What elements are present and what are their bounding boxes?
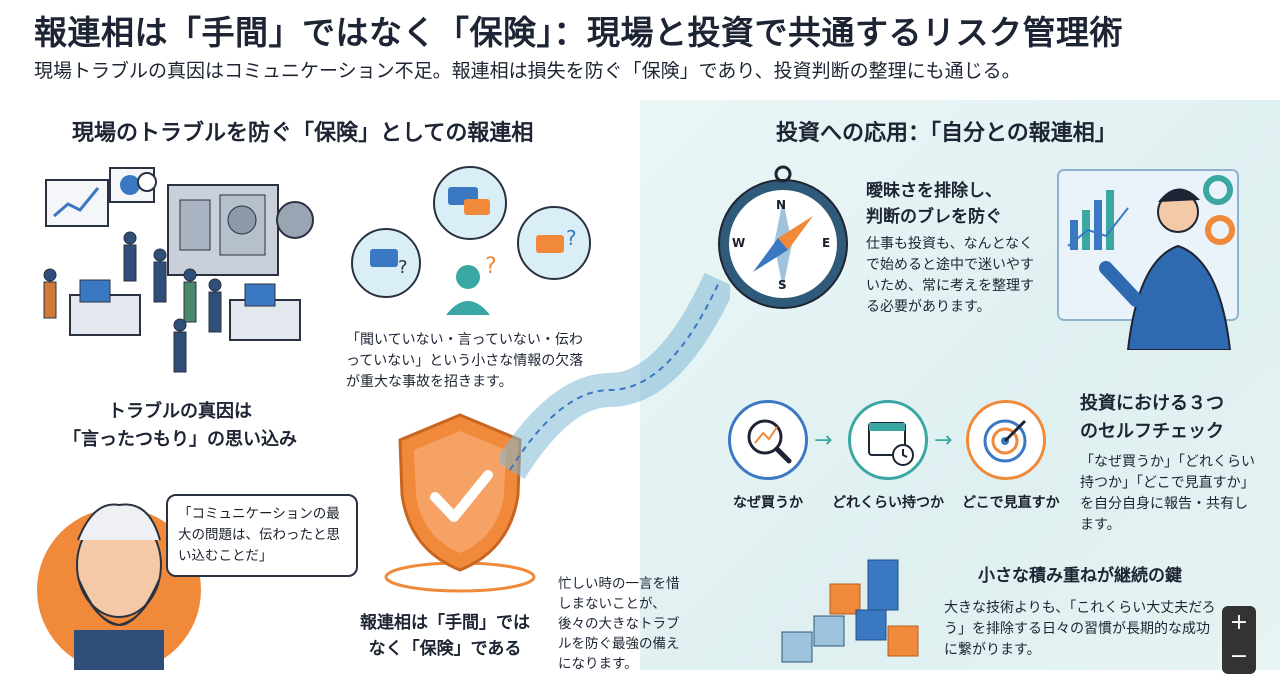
- calendar-clock-icon: [868, 422, 914, 466]
- clear-heading-line-2: 判断のブレを防ぐ: [866, 207, 1002, 227]
- one-word-text: 忙しい時の一言を惜しまないことが、後々の大きなトラブルを防ぐ最強の備えになります…: [558, 576, 680, 672]
- habit-heading: 小さな積み重ねが継続の鍵: [978, 566, 1182, 586]
- check-heading-line-2: のセルフチェック: [1080, 421, 1224, 442]
- step-1-circle: [728, 400, 808, 480]
- shield-line-2: なく「保険」である: [368, 639, 522, 659]
- clear-heading-line-1: 曖昧さを排除し、: [866, 181, 1002, 201]
- zoom-in-button[interactable]: +: [1222, 606, 1256, 640]
- step-3-label: どこで見直すか: [962, 495, 1060, 511]
- check-text: 「なぜ買うか」「どれくらい持つか」「どこで見直すか」を自分自身に報告・共有します…: [1080, 454, 1255, 533]
- cause-line-1: トラブルの真因は: [108, 401, 252, 422]
- left-section-heading: 現場のトラブルを防ぐ「保険」としての報連相: [72, 121, 534, 146]
- magnifier-chart-icon: [747, 419, 792, 464]
- communication-gap-illustration: ? ? ?: [351, 166, 591, 315]
- check-heading: 投資における３つ のセルフチェック: [1080, 390, 1224, 446]
- page-subtitle: 現場トラブルの真因はコミュニケーション不足。報連相は損失を防ぐ「保険」であり、投…: [34, 60, 1021, 82]
- cause-text: トラブルの真因は 「言ったつもり」の思い込み: [60, 398, 300, 454]
- step-3-circle: [966, 400, 1046, 480]
- page-title: 報連相は「手間」ではなく「保険」：現場と投資で共通するリスク管理術: [34, 13, 1123, 52]
- arrow-right-icon: →: [934, 428, 953, 453]
- cause-line-2: 「言ったつもり」の思い込み: [63, 429, 297, 450]
- compass-n: N: [776, 198, 787, 212]
- office-illustration: [43, 167, 314, 373]
- information-gap-text: 「聞いていない・言っていない・伝わっていない」という小さな情報の欠落が重大な事故…: [346, 332, 584, 390]
- data-stream-decoration: [500, 272, 730, 480]
- portrait-illustration: [37, 503, 201, 670]
- check-heading-line-1: 投資における３つ: [1080, 393, 1224, 414]
- compass-illustration: N E S W: [708, 164, 858, 314]
- shield-message: 報連相は「手間」では なく「保険」である: [340, 610, 550, 662]
- zoom-out-button[interactable]: −: [1222, 640, 1256, 674]
- arrow-right-icon: →: [814, 428, 833, 453]
- analyst-illustration: [1057, 169, 1239, 350]
- clear-text: 仕事も投資も、なんとなくで始めると途中で迷いやすいため、常に考えを整理する必要が…: [866, 236, 1034, 315]
- quote-bubble: 「コミュニケーションの最大の問題は、伝わったと思い込むことだ」: [166, 494, 358, 577]
- clear-heading: 曖昧さを排除し、 判断のブレを防ぐ: [866, 178, 1002, 230]
- compass-e: E: [822, 236, 831, 250]
- step-2-label: どれくらい持つか: [832, 495, 944, 511]
- svg-text:?: ?: [485, 254, 497, 279]
- svg-text:?: ?: [566, 226, 577, 250]
- compass-s: S: [778, 278, 787, 292]
- step-2-circle: [848, 400, 928, 480]
- shield-line-1: 報連相は「手間」では: [360, 613, 530, 633]
- right-section-heading: 投資への応用：「自分との報連相」: [776, 121, 1117, 146]
- habit-text: 大きな技術よりも、「これくらい大丈夫だろう」を排除する日々の習慣が長期的な成功に…: [944, 600, 1216, 658]
- target-icon: [983, 419, 1027, 463]
- stacked-blocks-illustration: [781, 559, 919, 663]
- shield-illustration: [384, 413, 536, 593]
- step-1-label: なぜ買うか: [733, 495, 803, 511]
- svg-text:?: ?: [398, 257, 408, 278]
- compass-w: W: [732, 236, 746, 250]
